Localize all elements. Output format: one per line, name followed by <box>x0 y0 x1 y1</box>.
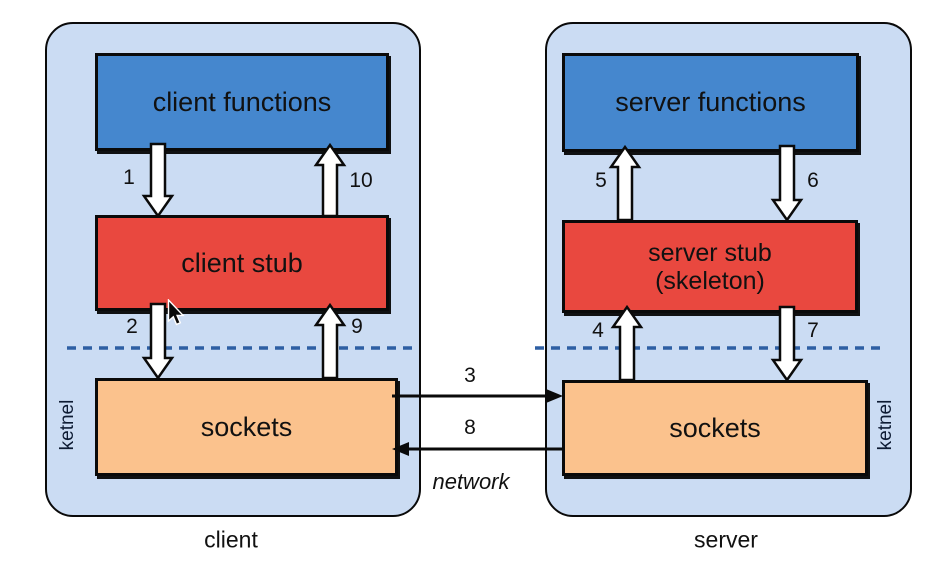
client-stub-box: client stub <box>95 215 389 311</box>
client-caption: client <box>204 526 258 553</box>
server-stub-label-line1: server stub <box>648 238 772 267</box>
step-9-label: 9 <box>351 315 363 338</box>
server-sockets-box: sockets <box>562 380 868 476</box>
mouse-cursor-icon <box>167 299 185 326</box>
step-1-label: 1 <box>123 166 135 189</box>
step-8-label: 8 <box>464 416 476 439</box>
server-kernel-label: ketnel <box>875 399 896 451</box>
server-stub-label-line2: (skeleton) <box>655 266 765 295</box>
client-functions-box: client functions <box>95 53 389 151</box>
server-sockets-label: sockets <box>669 412 761 443</box>
network-label: network <box>432 469 510 494</box>
step-6-label: 6 <box>807 169 819 192</box>
server-functions-box: server functions <box>562 53 859 152</box>
step-4-label: 4 <box>592 319 604 342</box>
client-stub-label: client stub <box>181 247 303 278</box>
client-sockets-box: sockets <box>95 378 398 476</box>
step-2-label: 2 <box>126 315 138 338</box>
server-stub-box: server stub (skeleton) <box>562 220 858 313</box>
step-10-label: 10 <box>349 169 373 192</box>
step-3-label: 3 <box>464 364 476 387</box>
server-caption: server <box>694 526 758 553</box>
server-functions-label: server functions <box>615 87 806 118</box>
step-5-label: 5 <box>595 169 607 192</box>
client-kernel-label: ketnel <box>57 399 78 451</box>
client-sockets-label: sockets <box>200 411 293 442</box>
client-functions-label: client functions <box>152 86 332 117</box>
step-7-label: 7 <box>807 319 819 342</box>
